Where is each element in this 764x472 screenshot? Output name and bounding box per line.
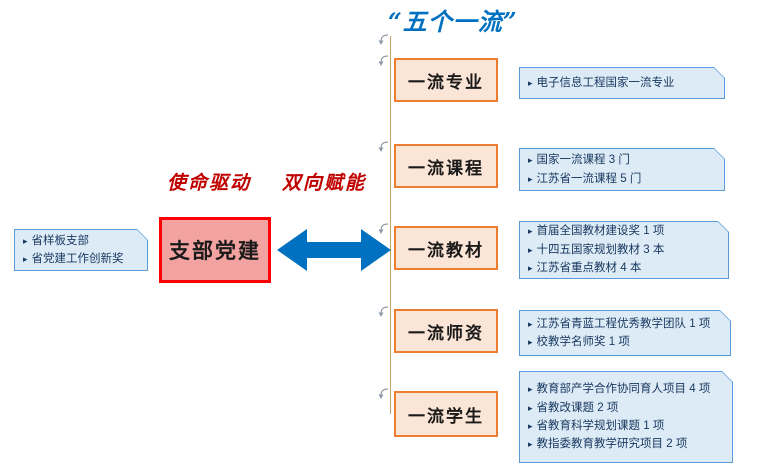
- stage-box-courses: 一流课程: [394, 144, 498, 188]
- elbow-connector-icon: [377, 305, 389, 317]
- caption-mission-driven: 使命驱动: [167, 172, 252, 194]
- callout-item: ▸ 省样板支部: [23, 232, 141, 250]
- callout-item: ▸ 江苏省重点教材 4 本: [528, 259, 722, 277]
- callout-item: ▸ 校教学名师奖 1 项: [528, 333, 724, 351]
- callout-item: ▸ 教育部产学合作协同育人项目 4 项: [528, 380, 726, 398]
- callout-students: ▸ 教育部产学合作协同育人项目 4 项 ▸ 省教改课题 2 项 ▸ 省教育科学规…: [519, 371, 733, 463]
- bullet-icon: ▸: [528, 337, 533, 347]
- bullet-icon: ▸: [528, 173, 533, 184]
- elbow-connector-icon: [377, 33, 389, 45]
- bullet-icon: ▸: [528, 384, 533, 395]
- elbow-connector-icon: [377, 387, 389, 399]
- callout-major: ▸ 电子信息工程国家一流专业: [519, 67, 725, 99]
- callout-item-text: 校教学名师奖 1 项: [536, 336, 630, 348]
- callout-item-text: 省教改课题 2 项: [536, 401, 619, 414]
- callout-item: ▸ 省教育科学规划课题 1 项: [528, 417, 726, 435]
- callout-item-text: 教育部产学合作协同育人项目 4 项: [536, 383, 711, 396]
- callout-item: ▸ 江苏省青蓝工程优秀教学团队 1 项: [528, 315, 724, 333]
- callout-faculty: ▸ 江苏省青蓝工程优秀教学团队 1 项 ▸ 校教学名师奖 1 项: [519, 310, 731, 356]
- callout-item-text: 首届全国教材建设奖 1 项: [536, 225, 665, 238]
- callout-item: ▸ 首届全国教材建设奖 1 项: [528, 222, 722, 240]
- bullet-icon: ▸: [528, 402, 533, 413]
- callout-item-text: 省样板支部: [31, 234, 90, 247]
- double-arrow-icon: [277, 227, 391, 278]
- caption-two-way-empower: 双向赋能: [282, 172, 367, 194]
- bullet-icon: ▸: [528, 155, 533, 166]
- callout-item: ▸ 教指委教育教学研究项目 2 项: [528, 435, 726, 453]
- callout-item-text: 教指委教育教学研究项目 2 项: [536, 438, 688, 451]
- stage-box-textbooks: 一流教材: [394, 226, 498, 270]
- callout-item-text: 省党建工作创新奖: [31, 253, 124, 265]
- bullet-icon: ▸: [23, 254, 28, 264]
- callout-item: ▸ 省教改课题 2 项: [528, 399, 726, 417]
- callout-item: ▸ 电子信息工程国家一流专业: [528, 74, 718, 92]
- callout-item: ▸ 江苏省一流课程 5 门: [528, 170, 718, 188]
- callout-item: ▸ 省党建工作创新奖: [23, 250, 141, 268]
- bullet-icon: ▸: [528, 318, 533, 329]
- stage-box-students: 一流学生: [394, 391, 498, 437]
- callout-item-text: 省教育科学规划课题 1 项: [536, 420, 665, 432]
- callout-item-text: 电子信息工程国家一流专业: [536, 76, 675, 89]
- elbow-connector-icon: [377, 140, 389, 152]
- elbow-connector-icon: [377, 54, 389, 66]
- elbow-connector-icon: [377, 222, 389, 234]
- diagram-title: “五个一流”: [388, 7, 518, 36]
- callout-item-text: 江苏省一流课程 5 门: [536, 172, 642, 185]
- bullet-icon: ▸: [528, 226, 533, 237]
- bullet-icon: ▸: [528, 421, 533, 431]
- stage-box-faculty: 一流师资: [394, 309, 498, 353]
- bullet-icon: ▸: [528, 439, 533, 450]
- callout-item-text: 江苏省青蓝工程优秀教学团队 1 项: [536, 317, 711, 330]
- callout-courses: ▸ 国家一流课程 3 门 ▸ 江苏省一流课程 5 门: [519, 148, 725, 191]
- callout-item-text: 国家一流课程 3 门: [536, 154, 630, 167]
- callout-textbooks: ▸ 首届全国教材建设奖 1 项 ▸ 十四五国家规划教材 3 本 ▸ 江苏省重点教…: [519, 221, 729, 279]
- left-achievements-callout: ▸ 省样板支部 ▸ 省党建工作创新奖: [14, 229, 148, 271]
- bullet-icon: ▸: [528, 77, 533, 88]
- bullet-icon: ▸: [528, 263, 533, 274]
- callout-item: ▸ 国家一流课程 3 门: [528, 151, 718, 169]
- party-building-box: 支部党建: [159, 217, 271, 283]
- bullet-icon: ▸: [528, 244, 533, 255]
- callout-item: ▸ 十四五国家规划教材 3 本: [528, 241, 722, 259]
- connector-line: [390, 36, 391, 414]
- callout-item-text: 江苏省重点教材 4 本: [536, 262, 642, 275]
- callout-item-text: 十四五国家规划教材 3 本: [536, 243, 665, 256]
- stage-box-major: 一流专业: [394, 58, 498, 102]
- bullet-icon: ▸: [23, 235, 28, 246]
